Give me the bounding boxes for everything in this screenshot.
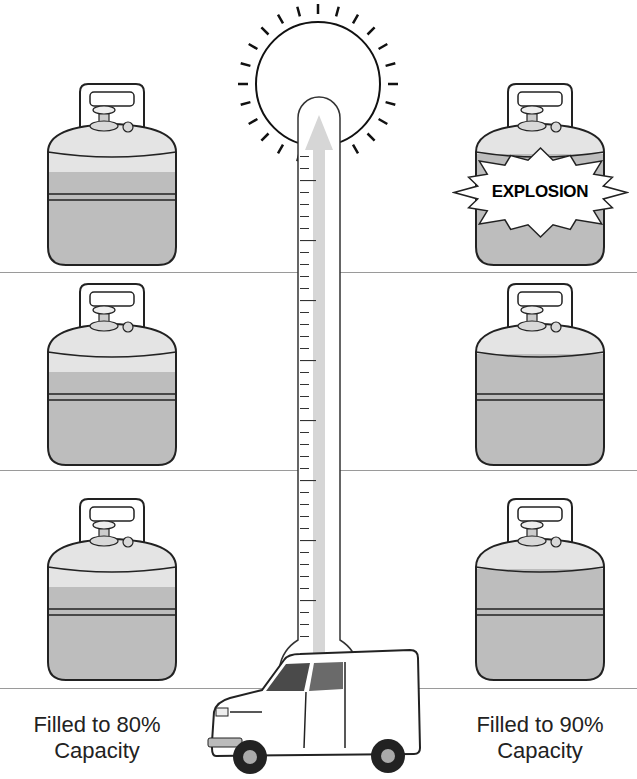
van-hub [381,749,395,763]
fill-level-caption: Filled to 90% Capacity [455,712,625,765]
scale-ticks [299,150,317,640]
fill-level-caption: Filled to 80% Capacity [12,712,182,765]
van-bumper [208,738,242,747]
van-wheel [371,739,405,773]
burst-shape [454,148,627,237]
van-panel-lines [230,662,345,748]
propane-tank [48,499,176,680]
burst-label: EXPLOSION [492,182,589,202]
propane-tank [476,284,604,465]
propane-tank [476,499,604,680]
van-windshield [266,663,310,691]
thermometer [279,97,359,714]
van [208,650,420,774]
propane-tank [48,284,176,465]
van-wheel [233,740,267,774]
thermometer-outline [279,97,359,714]
van-window [309,662,343,691]
explosion-burst: EXPLOSION [452,146,629,239]
tanks-80-percent [48,84,176,680]
van-hub [243,750,257,764]
propane-tank [48,84,176,265]
van-headlight [216,708,228,716]
